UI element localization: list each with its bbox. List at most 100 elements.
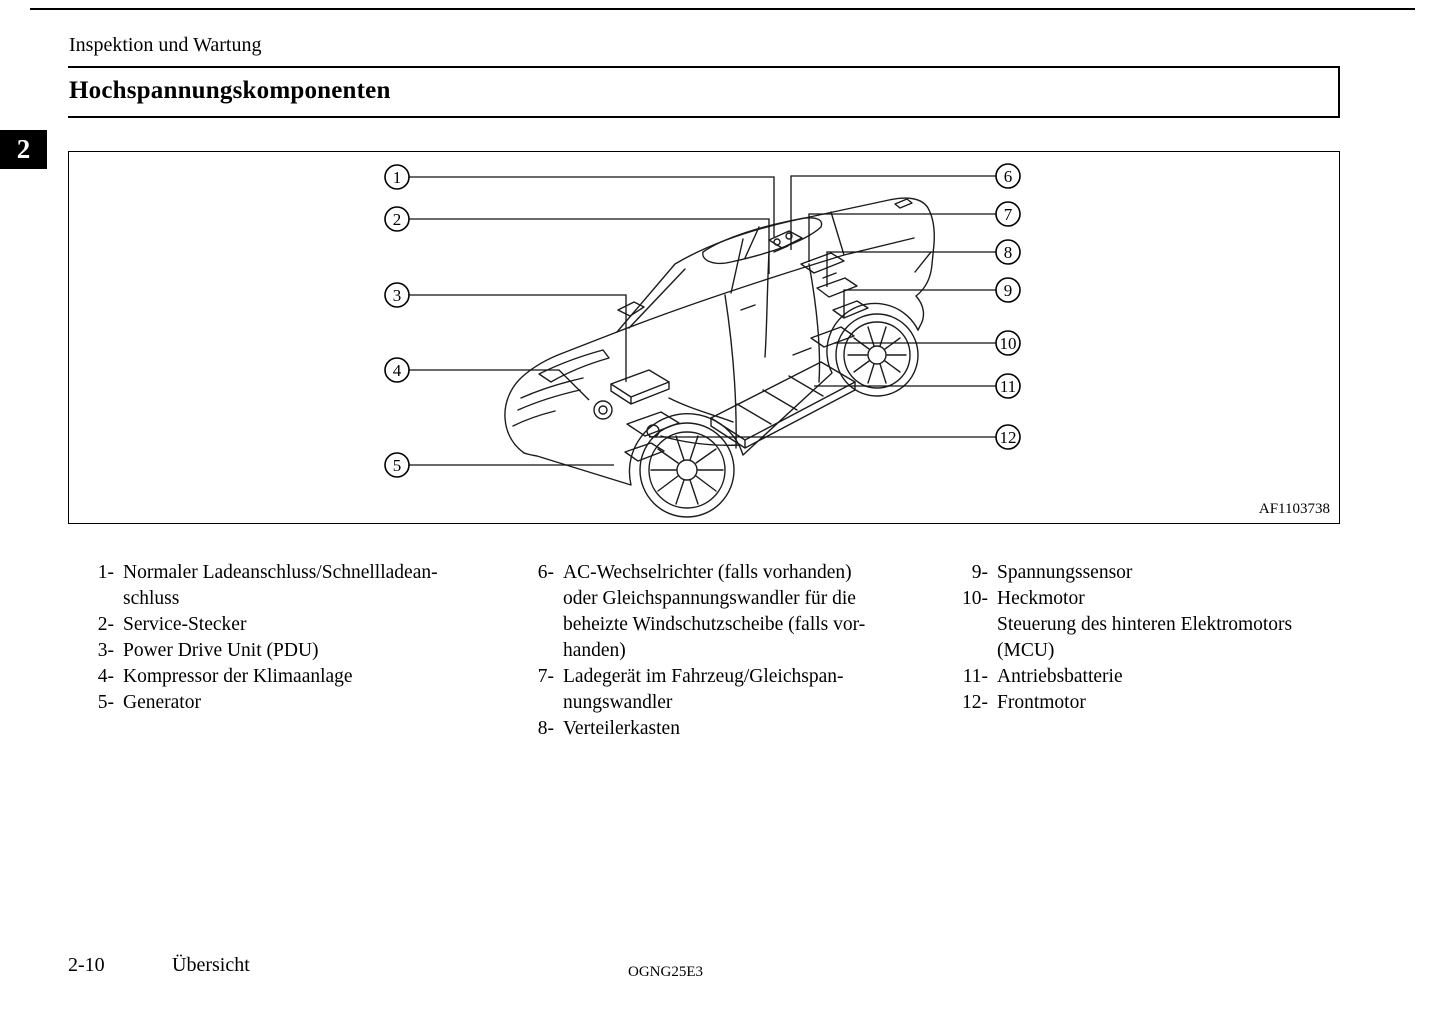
ac-compressor-component xyxy=(593,400,613,420)
rear-wheel xyxy=(835,313,919,397)
section-title-bar: Hochspannungskomponenten xyxy=(68,68,1340,118)
car-underbody-outline xyxy=(523,302,919,486)
legend-item: 1- Normaler Ladeanschluss/Schnellladean- … xyxy=(84,560,524,612)
legend-item-number: 4- xyxy=(97,666,114,687)
legend-item: 5- Generator xyxy=(84,690,524,716)
legend-item-text: AC-Wechselrichter (falls vorhanden) oder… xyxy=(563,562,866,661)
legend-item: 6- AC-Wechselrichter (falls vorhanden) od… xyxy=(524,560,952,664)
leader-line-2 xyxy=(409,218,770,274)
legend-item-number: 11- xyxy=(962,666,988,687)
footer-doc-code: OGNG25E3 xyxy=(628,964,703,980)
legend-item-number: 6- xyxy=(537,562,554,583)
hv-cables xyxy=(660,251,770,446)
section-title: Hochspannungskomponenten xyxy=(69,77,391,104)
drive-battery-component xyxy=(710,361,856,449)
callout-6-label: 6 xyxy=(1004,167,1013,186)
callout-1: 1 xyxy=(384,164,410,190)
leader-line-3 xyxy=(409,294,627,382)
car-component-diagram: 1 2 3 4 5 6 7 8 9 10 11 12 xyxy=(384,163,1021,518)
component-diagram-figure: 1 2 3 4 5 6 7 8 9 10 11 12 AF1103738 xyxy=(68,151,1340,524)
car-body-outline xyxy=(504,197,935,454)
legend-item-text: Spannungssensor xyxy=(997,562,1133,583)
legend-item: 7- Ladegerät im Fahrzeug/Gleichspan- nung… xyxy=(524,664,952,716)
legend-column-1: 1- Normaler Ladeanschluss/Schnellladean- … xyxy=(84,560,524,742)
callout-1-label: 1 xyxy=(393,168,402,187)
callout-3-label: 3 xyxy=(393,286,402,305)
callout-12-label: 12 xyxy=(1000,428,1017,447)
generator-component xyxy=(624,442,665,462)
callout-10-label: 10 xyxy=(1000,334,1017,353)
callout-5-label: 5 xyxy=(393,456,402,475)
legend-item-number: 7- xyxy=(537,666,554,687)
charge-port-component xyxy=(768,230,803,253)
legend-item: 9- Spannungssensor xyxy=(952,560,1332,586)
chapter-tab: 2 xyxy=(0,130,47,169)
legend-item: 8- Verteilerkasten xyxy=(524,716,952,742)
callout-8: 8 xyxy=(995,239,1021,265)
legend-item-text: Verteilerkasten xyxy=(563,718,680,739)
callout-11: 11 xyxy=(995,373,1021,399)
legend-item-number: 10- xyxy=(962,588,988,609)
callout-3: 3 xyxy=(384,282,410,308)
rear-component-stack xyxy=(800,252,869,319)
legend-item-number: 1- xyxy=(97,562,114,583)
page-content: Inspektion und Wartung Hochspannungskomp… xyxy=(68,0,1340,742)
rear-motor-component xyxy=(792,326,855,356)
leader-line-8 xyxy=(826,251,996,287)
legend-item-text: Kompressor der Klimaanlage xyxy=(123,666,353,687)
leader-line-1 xyxy=(409,176,775,237)
legend-item-number: 2- xyxy=(97,614,114,635)
legend-item-text: Ladegerät im Fahrzeug/Gleichspan- nungsw… xyxy=(563,666,844,713)
front-wheel xyxy=(639,422,735,518)
callout-2-label: 2 xyxy=(393,210,402,229)
callout-12: 12 xyxy=(995,424,1021,450)
chapter-header: Inspektion und Wartung xyxy=(68,0,1340,68)
legend-column-3: 9- Spannungssensor 10- Heckmotor Steuerung… xyxy=(952,560,1332,742)
callout-11-label: 11 xyxy=(1000,377,1016,396)
callouts: 1 2 3 4 5 6 7 8 9 10 11 12 xyxy=(384,163,1021,478)
headlight xyxy=(538,349,610,383)
legend-item-number: 3- xyxy=(97,640,114,661)
footer-section-label: Übersicht xyxy=(172,954,250,976)
legend-item: 10- Heckmotor Steuerung des hinteren Elek… xyxy=(952,586,1332,664)
legend-item-text: Frontmotor xyxy=(997,692,1086,713)
callout-5: 5 xyxy=(384,452,410,478)
legend-item-text: Antriebsbatterie xyxy=(997,666,1123,687)
figure-code: AF1103738 xyxy=(1258,501,1330,517)
leader-line-7 xyxy=(808,213,996,262)
legend-item-number: 9- xyxy=(971,562,988,583)
callout-7-label: 7 xyxy=(1004,205,1013,224)
page-top-rule xyxy=(30,8,1415,10)
legend-item-text: Power Drive Unit (PDU) xyxy=(123,640,319,661)
leader-lines xyxy=(409,175,996,466)
legend-item-text: Heckmotor Steuerung des hinteren Elektro… xyxy=(997,588,1293,661)
footer-page-number: 2-10 xyxy=(68,954,105,976)
legend-item-text: Normaler Ladeanschluss/Schnellladean- sc… xyxy=(123,562,438,609)
callout-7: 7 xyxy=(995,201,1021,227)
callout-9: 9 xyxy=(995,277,1021,303)
legend-item: 12- Frontmotor xyxy=(952,690,1332,716)
callout-6: 6 xyxy=(995,163,1021,189)
callout-8-label: 8 xyxy=(1004,243,1013,262)
car-illustration xyxy=(504,197,935,518)
callout-2: 2 xyxy=(384,206,410,232)
legend-item-number: 12- xyxy=(962,692,988,713)
leader-line-9 xyxy=(843,289,996,317)
legend-column-2: 6- AC-Wechselrichter (falls vorhanden) od… xyxy=(524,560,952,742)
callout-9-label: 9 xyxy=(1004,281,1013,300)
legend-item-text: Generator xyxy=(123,692,201,713)
callout-10: 10 xyxy=(995,330,1021,356)
component-legend: 1- Normaler Ladeanschluss/Schnellladean- … xyxy=(68,560,1340,742)
callout-4: 4 xyxy=(384,357,410,383)
legend-item-text: Service-Stecker xyxy=(123,614,247,635)
legend-item-number: 8- xyxy=(537,718,554,739)
legend-item: 2- Service-Stecker xyxy=(84,612,524,638)
panoramic-roof xyxy=(702,217,823,265)
leader-line-6 xyxy=(790,175,996,250)
legend-item: 3- Power Drive Unit (PDU) xyxy=(84,638,524,664)
legend-item-number: 5- xyxy=(97,692,114,713)
legend-item: 4- Kompressor der Klimaanlage xyxy=(84,664,524,690)
legend-item: 11- Antriebsbatterie xyxy=(952,664,1332,690)
callout-4-label: 4 xyxy=(393,361,402,380)
